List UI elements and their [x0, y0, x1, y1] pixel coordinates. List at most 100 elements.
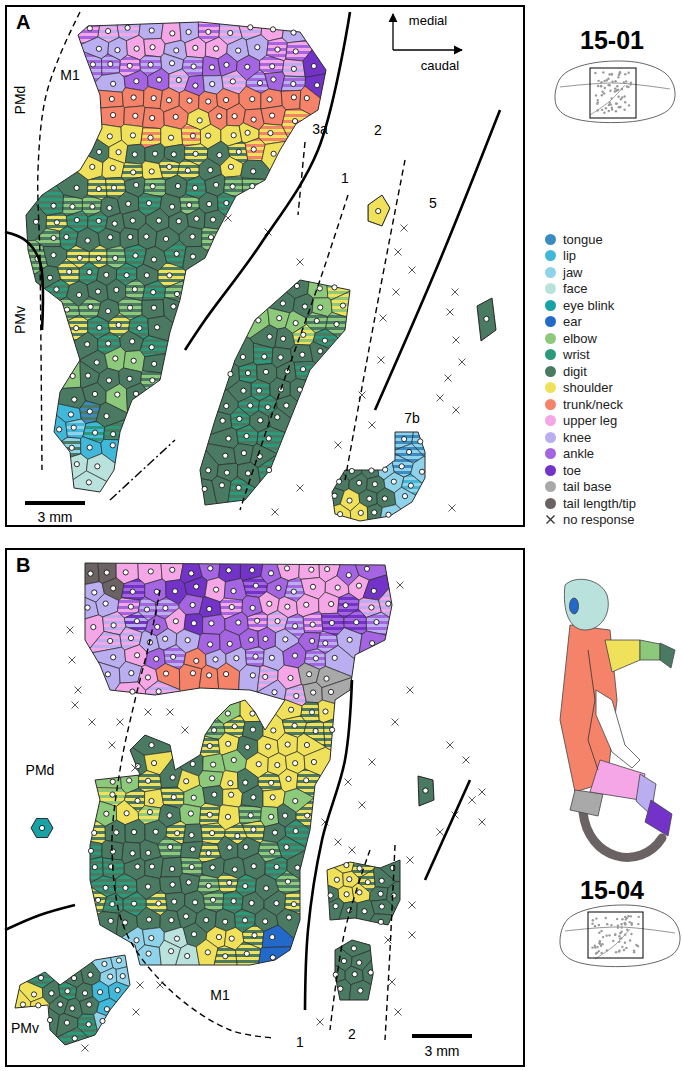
recording-site-dot — [274, 864, 279, 869]
mark-stroke — [69, 657, 76, 664]
recording-site-dot — [615, 102, 617, 104]
recording-site-dot — [104, 272, 109, 277]
recording-cell — [330, 504, 351, 523]
recording-cell — [49, 1027, 97, 1047]
recording-site-dot — [131, 170, 136, 175]
no-response-mark — [109, 742, 116, 749]
mark-stroke — [397, 582, 404, 589]
mark-stroke — [225, 215, 232, 222]
recording-site-dot — [408, 483, 413, 488]
recording-site-dot — [191, 932, 196, 937]
recording-site-dot — [151, 257, 156, 262]
recording-cell — [394, 487, 427, 523]
brain-midline — [560, 83, 670, 89]
recording-site-dot — [228, 781, 233, 786]
recording-site-dot — [131, 829, 136, 834]
recording-site-dot — [210, 81, 215, 86]
recording-site-dot — [176, 219, 181, 224]
recording-site-dot — [188, 811, 193, 816]
recording-cell — [145, 857, 163, 879]
recording-site-dot — [208, 642, 213, 647]
recording-site-dot — [625, 918, 627, 920]
recording-site-dot — [231, 757, 236, 762]
recording-site-dot — [130, 218, 135, 223]
recording-site-dot — [110, 779, 115, 784]
recording-site-dot — [149, 169, 154, 174]
recording-site-dot — [190, 761, 195, 766]
recording-cell — [49, 106, 124, 127]
recording-site-dot — [74, 185, 79, 190]
recording-cell — [138, 771, 161, 792]
legend-label: eye blink — [563, 298, 614, 313]
recording-site-dot — [295, 865, 300, 870]
recording-site-dot — [190, 234, 195, 239]
recording-site-dot — [250, 97, 255, 102]
recording-site-dot — [605, 107, 607, 109]
recording-site-dot — [602, 936, 604, 938]
recording-site-dot — [234, 656, 239, 661]
recording-site-dot — [70, 204, 75, 209]
recording-cell — [136, 907, 160, 930]
recording-site-dot — [214, 182, 219, 187]
recording-site-dot — [623, 95, 625, 97]
recording-site-dot — [618, 950, 620, 952]
recording-site-dot — [166, 98, 171, 103]
recording-cell — [330, 458, 349, 491]
recording-cell — [102, 893, 123, 913]
recording-site-dot — [167, 813, 172, 818]
recording-site-dot — [333, 904, 338, 909]
no-response-mark — [82, 1045, 89, 1052]
recording-site-dot — [150, 184, 155, 189]
recording-site-dot — [293, 49, 298, 54]
recording-site-dot — [92, 391, 97, 396]
mark-stroke — [335, 442, 342, 449]
recording-site-dot — [322, 338, 327, 343]
legend-row: toe — [545, 462, 636, 479]
recording-site-dot — [402, 437, 407, 442]
legend-cross — [545, 514, 556, 525]
recording-site-dot — [269, 655, 274, 660]
recording-site-dot — [110, 113, 115, 118]
mark-stroke — [437, 829, 444, 836]
recording-site-dot — [330, 727, 335, 732]
recording-site-dot — [104, 570, 109, 575]
recording-site-dot — [208, 168, 213, 173]
no-response-mark — [445, 375, 452, 382]
no-response-mark — [479, 819, 486, 826]
recording-site-dot — [241, 388, 246, 393]
recording-site-dot — [152, 361, 157, 366]
recording-site-dot — [230, 184, 235, 189]
recording-site-dot — [270, 955, 275, 960]
recording-site-dot — [614, 80, 616, 82]
recording-cell — [122, 579, 145, 601]
recording-site-dot — [95, 897, 100, 902]
mark-stroke — [479, 789, 486, 796]
recording-cell — [181, 124, 200, 146]
recording-site-dot — [74, 326, 79, 331]
recording-site-dot — [168, 844, 173, 849]
legend-label: face — [563, 281, 588, 296]
recording-site-dot — [250, 605, 255, 610]
mark-stroke — [349, 847, 356, 854]
mark-stroke — [453, 407, 460, 414]
cortical-area — [83, 561, 394, 967]
recording-site-dot — [314, 318, 319, 323]
mark-stroke — [72, 702, 79, 709]
recording-site-dot — [47, 275, 52, 280]
recording-cell — [96, 402, 131, 427]
legend-label: wrist — [563, 347, 590, 362]
recording-site-dot — [106, 309, 111, 314]
mark-stroke — [453, 337, 460, 344]
recording-site-dot — [224, 62, 229, 67]
mark-stroke — [345, 779, 352, 786]
recording-site-dot — [240, 354, 245, 359]
legend-swatch — [545, 415, 556, 426]
no-response-mark — [167, 709, 174, 716]
recording-site-dot — [305, 813, 310, 818]
mark-stroke — [463, 757, 470, 764]
recording-site-dot — [602, 71, 604, 73]
mark-stroke — [409, 902, 416, 909]
recording-cell — [241, 785, 263, 808]
recording-site-dot — [304, 742, 309, 747]
legend-row: shoulder — [545, 380, 636, 397]
